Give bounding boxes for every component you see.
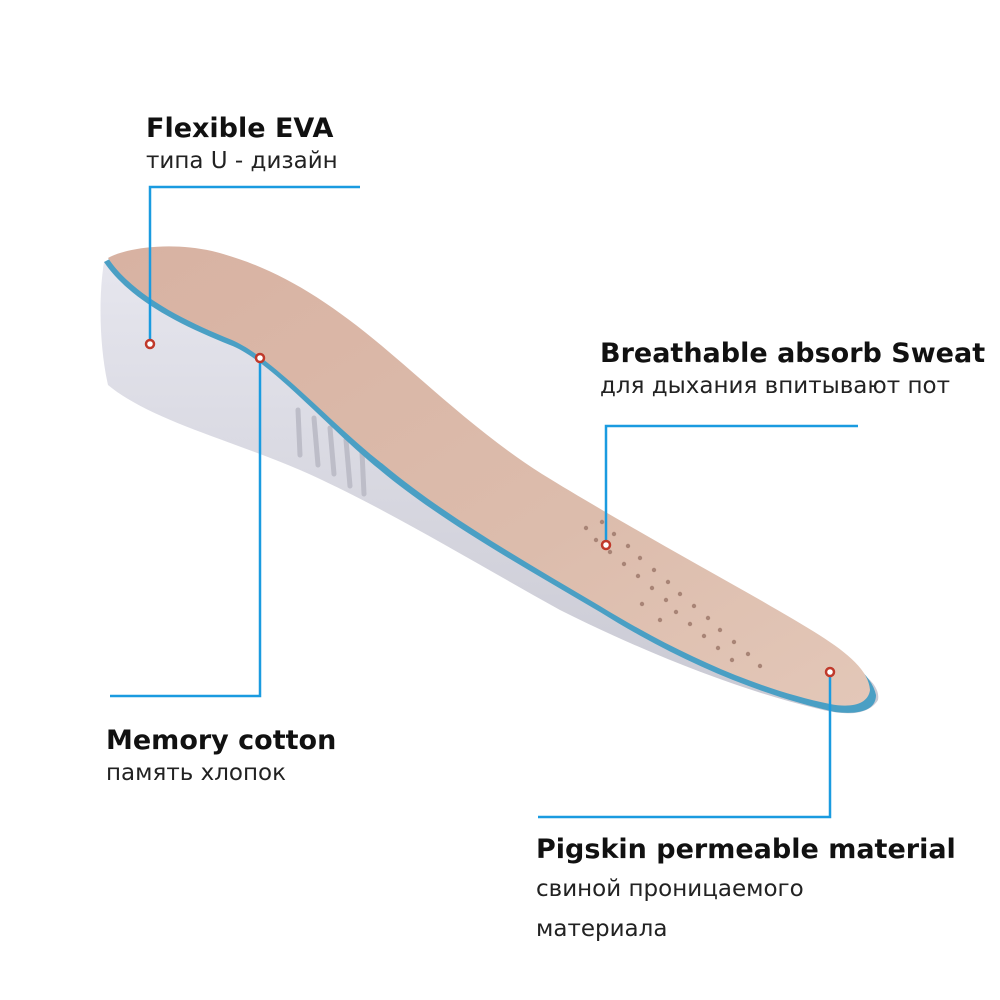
leader-line-memory-cotton — [110, 358, 262, 698]
callout-memory-cotton-title: Memory cotton — [106, 725, 337, 756]
callout-pigskin-subtitle-line1: свиной проницаемого — [536, 876, 804, 902]
callout-breathable-title: Breathable absorb Sweat — [600, 338, 986, 369]
marker-dot-memory-cotton — [254, 352, 266, 364]
leader-line-flexible-eva — [148, 185, 360, 342]
marker-dot-flexible-eva — [144, 338, 156, 350]
callout-flexible-eva-title: Flexible EVA — [146, 113, 334, 144]
marker-dot-pigskin — [824, 666, 836, 678]
callout-breathable: Breathable absorb Sweat для дыхания впит… — [600, 337, 985, 401]
leader-line-pigskin — [538, 672, 832, 819]
callout-memory-cotton-subtitle: память хлопок — [106, 760, 286, 786]
callout-flexible-eva: Flexible EVA типа U - дизайн — [146, 112, 338, 176]
marker-dot-breathable — [600, 539, 612, 551]
callout-pigskin-subtitle-line2: материала — [536, 916, 668, 942]
callout-breathable-subtitle: для дыхания впитывают пот — [600, 373, 950, 399]
callout-flexible-eva-subtitle: типа U - дизайн — [146, 148, 338, 174]
heel-ridges — [295, 407, 367, 497]
perforations — [583, 519, 763, 669]
leader-line-breathable — [604, 424, 858, 543]
callout-pigskin: Pigskin permeable material свиной прониц… — [536, 833, 956, 947]
callout-pigskin-title: Pigskin permeable material — [536, 834, 956, 865]
leader-lines — [110, 185, 858, 819]
marker-dots — [144, 338, 836, 678]
leather-top — [108, 246, 870, 706]
callout-memory-cotton: Memory cotton память хлопок — [106, 724, 336, 788]
